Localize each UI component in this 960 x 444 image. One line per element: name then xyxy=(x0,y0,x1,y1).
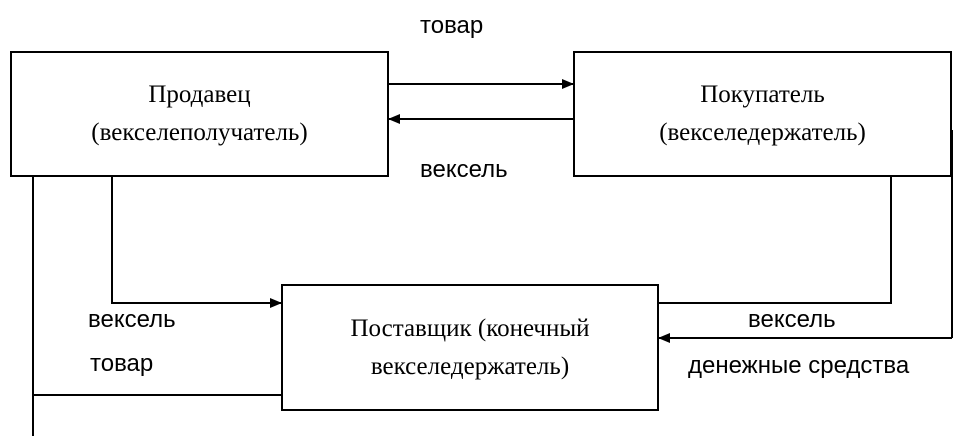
seller-role: (векселеполучатель) xyxy=(91,119,308,146)
label-right-bill: вексель xyxy=(748,306,836,333)
buyer-title: Покупатель xyxy=(700,81,825,108)
supplier-box: Поставщик (конечный векселедержатель) xyxy=(281,284,659,411)
supplier-title: Поставщик (конечный xyxy=(350,314,590,342)
arrow-bill-supplier-to-buyer xyxy=(659,163,896,304)
supplier-role: векселедержатель) xyxy=(370,352,570,380)
arrow-bill-seller-to-supplier xyxy=(111,177,282,308)
label-top-bill: вексель xyxy=(420,156,508,183)
label-left-goods: товар xyxy=(90,350,154,377)
label-left-bill: вексель xyxy=(88,306,176,333)
seller-box: Продавец (векселеполучатель) xyxy=(10,51,389,177)
buyer-role: (векселедержатель) xyxy=(659,119,866,146)
label-top-goods: товар xyxy=(420,12,484,39)
arrow-goods-supplier-to-seller xyxy=(28,163,281,396)
seller-title: Продавец xyxy=(148,81,251,108)
label-right-money: денежные средства xyxy=(688,352,910,379)
buyer-box: Покупатель (векселедержатель) xyxy=(573,51,952,177)
